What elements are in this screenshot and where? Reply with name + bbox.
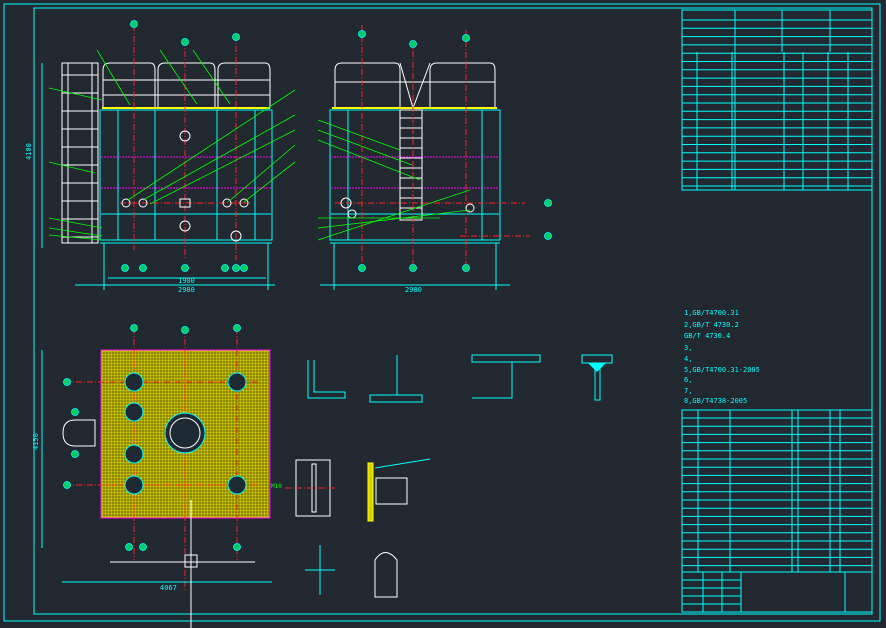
- item-balloon: [71, 408, 79, 416]
- note-line: 4,: [684, 355, 692, 363]
- item-balloon: [232, 33, 240, 41]
- item-balloon: [121, 264, 129, 272]
- note-line: 1,GB/T4700.31: [684, 309, 739, 317]
- detail-views: M10: [271, 354, 613, 598]
- item-balloon: [233, 324, 241, 332]
- technical-notes: 1,GB/T4700.31 2,GB/T 4730.2 GB/T 4730.4 …: [684, 309, 760, 405]
- item-balloon: [139, 264, 147, 272]
- item-balloon: [358, 30, 366, 38]
- side-elevation-view: 2980: [320, 25, 530, 294]
- table-border: [681, 9, 873, 191]
- title-box: [681, 571, 873, 613]
- sheet-border: [3, 3, 881, 622]
- plan-view: 4067 4150: [32, 328, 272, 628]
- note-line: 3,: [684, 344, 692, 352]
- item-balloon: [71, 450, 79, 458]
- drawing-frame: [33, 7, 873, 615]
- svg-text:2980: 2980: [405, 286, 422, 294]
- svg-text:4100: 4100: [25, 143, 33, 160]
- item-balloons: [63, 20, 552, 551]
- item-balloon: [130, 324, 138, 332]
- side-leader-lines: [317, 119, 471, 241]
- item-balloon: [63, 378, 71, 386]
- svg-text:2980: 2980: [178, 286, 195, 294]
- svg-text:1900: 1900: [178, 277, 195, 285]
- parts-list-table: [681, 9, 873, 191]
- svg-text:4067: 4067: [160, 584, 177, 592]
- item-balloon: [462, 264, 470, 272]
- item-balloon: [544, 232, 552, 240]
- svg-text:4150: 4150: [32, 433, 40, 450]
- note-line: 2,GB/T 4730.2: [684, 321, 739, 329]
- table-border: [681, 409, 873, 613]
- item-balloon: [63, 481, 71, 489]
- item-balloon: [232, 264, 240, 272]
- note-line: 7,: [684, 387, 692, 395]
- item-balloon: [358, 264, 366, 272]
- item-balloon: [181, 264, 189, 272]
- item-balloon: [130, 20, 138, 28]
- item-balloon: [409, 264, 417, 272]
- item-balloon: [181, 326, 189, 334]
- item-balloon: [240, 264, 248, 272]
- manhole: [164, 412, 206, 454]
- title-block: [681, 409, 873, 613]
- front-leader-lines: [48, 49, 296, 241]
- note-line: 6,: [684, 376, 692, 384]
- bolt-label: M10: [271, 483, 282, 490]
- note-line: GB/T 4730.4: [684, 332, 730, 340]
- note-line: 5,GB/T4700.31-2005: [684, 366, 760, 374]
- item-balloon: [409, 40, 417, 48]
- item-balloon: [125, 543, 133, 551]
- item-balloon: [462, 34, 470, 42]
- note-line: 8,GB/T4738-2005: [684, 397, 747, 405]
- item-balloon: [233, 543, 241, 551]
- item-balloon: [221, 264, 229, 272]
- item-balloon: [544, 199, 552, 207]
- item-balloon: [181, 38, 189, 46]
- item-balloon: [139, 543, 147, 551]
